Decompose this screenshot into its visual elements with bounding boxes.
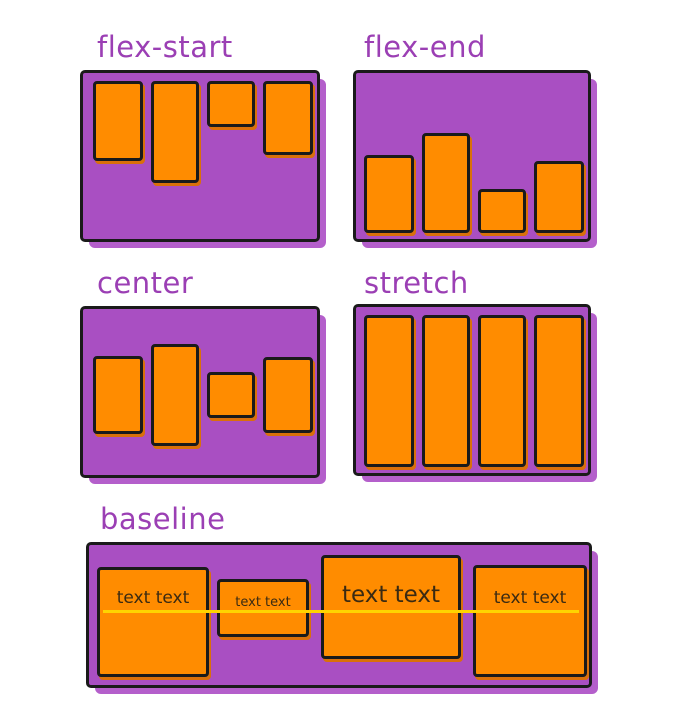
panel-title-stretch: stretch xyxy=(364,266,469,300)
flex-end-item-3 xyxy=(478,189,526,233)
flex-start-item-1 xyxy=(93,81,143,161)
baseline-item-4: text text xyxy=(473,565,587,677)
stretch-container xyxy=(353,304,597,482)
flex-end-item-2 xyxy=(422,133,470,233)
baseline-container: text text text text text text text text xyxy=(86,542,598,694)
flex-start-item-3 xyxy=(207,81,255,127)
baseline-item-1-text: text text xyxy=(116,588,190,608)
panel-title-flex-start: flex-start xyxy=(97,30,233,64)
panel-title-center: center xyxy=(97,266,194,300)
flex-end-item-4 xyxy=(534,161,584,233)
stretch-item-1 xyxy=(364,315,414,467)
flex-start-item-4 xyxy=(263,81,313,155)
baseline-item-3-text: text text xyxy=(341,582,441,608)
baseline-item-4-text: text text xyxy=(493,588,567,608)
stretch-item-3 xyxy=(478,315,526,467)
center-item-3 xyxy=(207,372,255,418)
baseline-line xyxy=(103,610,579,613)
stretch-item-4 xyxy=(534,315,584,467)
baseline-item-3: text text xyxy=(321,555,461,659)
flex-end-container xyxy=(353,70,597,248)
panel-title-baseline: baseline xyxy=(100,502,226,536)
flex-start-item-2 xyxy=(151,81,199,183)
center-item-1 xyxy=(93,356,143,434)
center-item-2 xyxy=(151,344,199,446)
baseline-item-2: text text xyxy=(217,579,309,637)
baseline-item-2-text: text text xyxy=(235,595,291,610)
panel-title-flex-end: flex-end xyxy=(364,30,486,64)
flex-start-container xyxy=(80,70,326,248)
flex-end-item-1 xyxy=(364,155,414,233)
center-item-4 xyxy=(263,357,313,433)
baseline-item-1: text text xyxy=(97,567,209,677)
stretch-item-2 xyxy=(422,315,470,467)
center-container xyxy=(80,306,326,484)
